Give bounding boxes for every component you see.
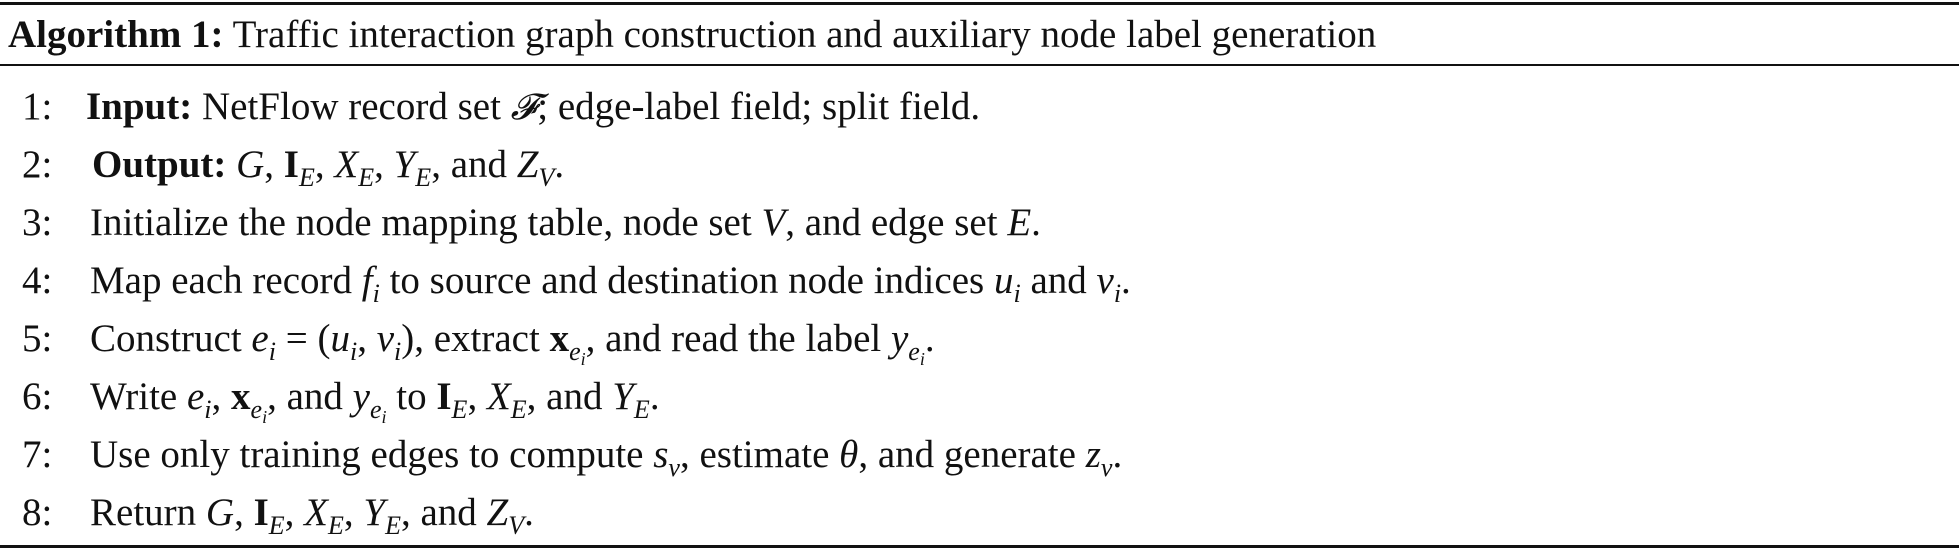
algorithm-title: Traffic interaction graph construction a…	[232, 13, 1377, 56]
caption-rule	[0, 64, 1959, 66]
algorithm-caption: Algorithm 1: Traffic interaction graph c…	[8, 6, 1376, 64]
line-number: 6:	[22, 375, 53, 418]
line-text: Construct ei = (ui, vi), extract xei, an…	[90, 317, 935, 369]
algorithm-label: Algorithm 1:	[8, 13, 224, 56]
input-keyword: Input:	[86, 85, 193, 128]
bottom-rule	[0, 545, 1959, 548]
algorithm-line: 2: Output: G, IE, XE, YE, and ZV.	[0, 136, 1959, 194]
algorithm-line: 4: Map each record fi to source and dest…	[0, 252, 1959, 310]
line-number: 5:	[22, 317, 53, 360]
line-text: Input: NetFlow record set 𝓕; edge-label …	[86, 85, 981, 128]
line-text: Map each record fi to source and destina…	[90, 259, 1131, 308]
line-number: 1:	[22, 85, 53, 128]
line-text: Initialize the node mapping table, node …	[90, 201, 1041, 244]
line-text: Output: G, IE, XE, YE, and ZV.	[92, 143, 565, 192]
line-number: 7:	[22, 433, 53, 476]
algorithm-line: 7: Use only training edges to compute sv…	[0, 426, 1959, 484]
algorithm-line: 5: Construct ei = (ui, vi), extract xei,…	[0, 310, 1959, 368]
line-number: 3:	[22, 201, 53, 244]
line-number: 8:	[22, 491, 53, 534]
line-number: 2:	[22, 143, 53, 186]
line-number: 4:	[22, 259, 53, 302]
algorithm-line: 8: Return G, IE, XE, YE, and ZV.	[0, 484, 1959, 542]
line-text: Return G, IE, XE, YE, and ZV.	[90, 491, 534, 540]
algorithm-line: 1: Input: NetFlow record set 𝓕; edge-lab…	[0, 78, 1959, 136]
output-keyword: Output:	[92, 143, 227, 186]
top-rule	[0, 2, 1959, 5]
line-text: Write ei, xei, and yei to IE, XE, and YE…	[90, 375, 660, 427]
line-text: Use only training edges to compute sv, e…	[90, 433, 1123, 482]
algorithm-lines: 1: Input: NetFlow record set 𝓕; edge-lab…	[0, 78, 1959, 542]
algorithm-line: 3: Initialize the node mapping table, no…	[0, 194, 1959, 252]
algorithm-line: 6: Write ei, xei, and yei to IE, XE, and…	[0, 368, 1959, 426]
